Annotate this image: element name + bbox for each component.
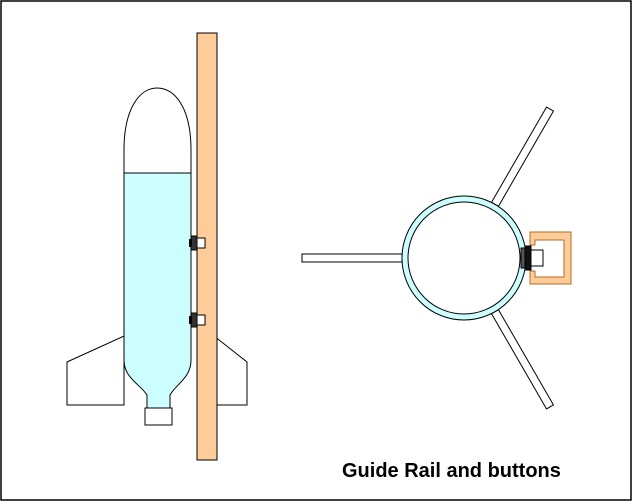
body-ring-inner [407,201,521,315]
fin-left [301,253,403,263]
diagram-caption: Guide Rail and buttons [342,460,561,482]
rail-button-upper [189,235,206,251]
side-view-rocket [66,32,248,461]
right-fin [213,334,248,406]
bottle-nozzle [144,407,173,426]
left-fin [66,335,125,406]
nose-cone [123,87,192,175]
bottle-body [123,172,192,409]
rail-button-lower [189,312,206,328]
fin-lower-right [490,309,555,410]
fin-upper-right [490,106,555,207]
rail-button-top [520,245,544,271]
top-view-cross-section [301,106,572,410]
rail-channel [529,231,572,285]
